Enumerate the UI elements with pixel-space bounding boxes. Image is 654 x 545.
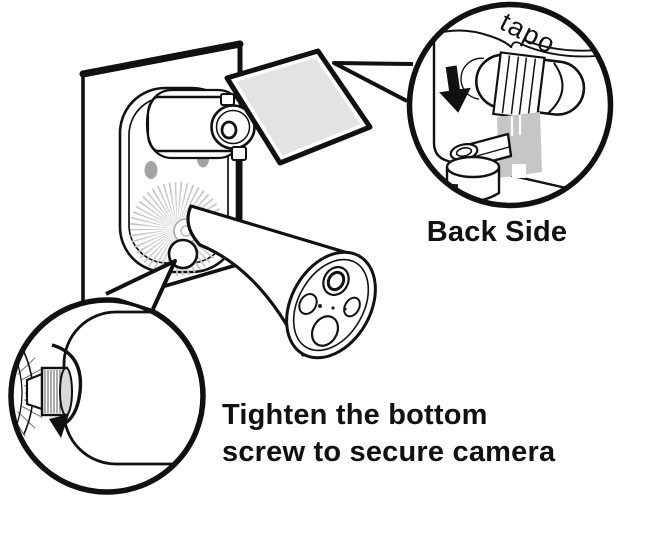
screw-hole [144, 161, 158, 179]
mounting-plate-square [224, 48, 373, 166]
callout-leader-screw [105, 259, 177, 310]
rotate-arrow-icon [49, 343, 83, 438]
mount-arm [145, 88, 256, 161]
back-side-callout: tapo [406, 1, 614, 209]
caption-line-2: screw to secure camera [222, 436, 556, 468]
caption: Tighten the bottom screw to secure camer… [222, 399, 556, 468]
caption-line-1: Tighten the bottom [222, 399, 488, 431]
callout-leader-back [332, 61, 414, 103]
back-side-label: Back Side [427, 216, 567, 248]
camera-sensor [298, 293, 318, 315]
camera-sensor [343, 296, 361, 318]
screw-callout [8, 259, 206, 495]
mount-bracket-hook [460, 51, 586, 121]
camera [186, 204, 377, 360]
mount-slot [497, 112, 542, 178]
camera-speaker [310, 315, 340, 347]
thumb-screw [40, 366, 73, 417]
slide-down-arrow-icon [439, 65, 471, 113]
